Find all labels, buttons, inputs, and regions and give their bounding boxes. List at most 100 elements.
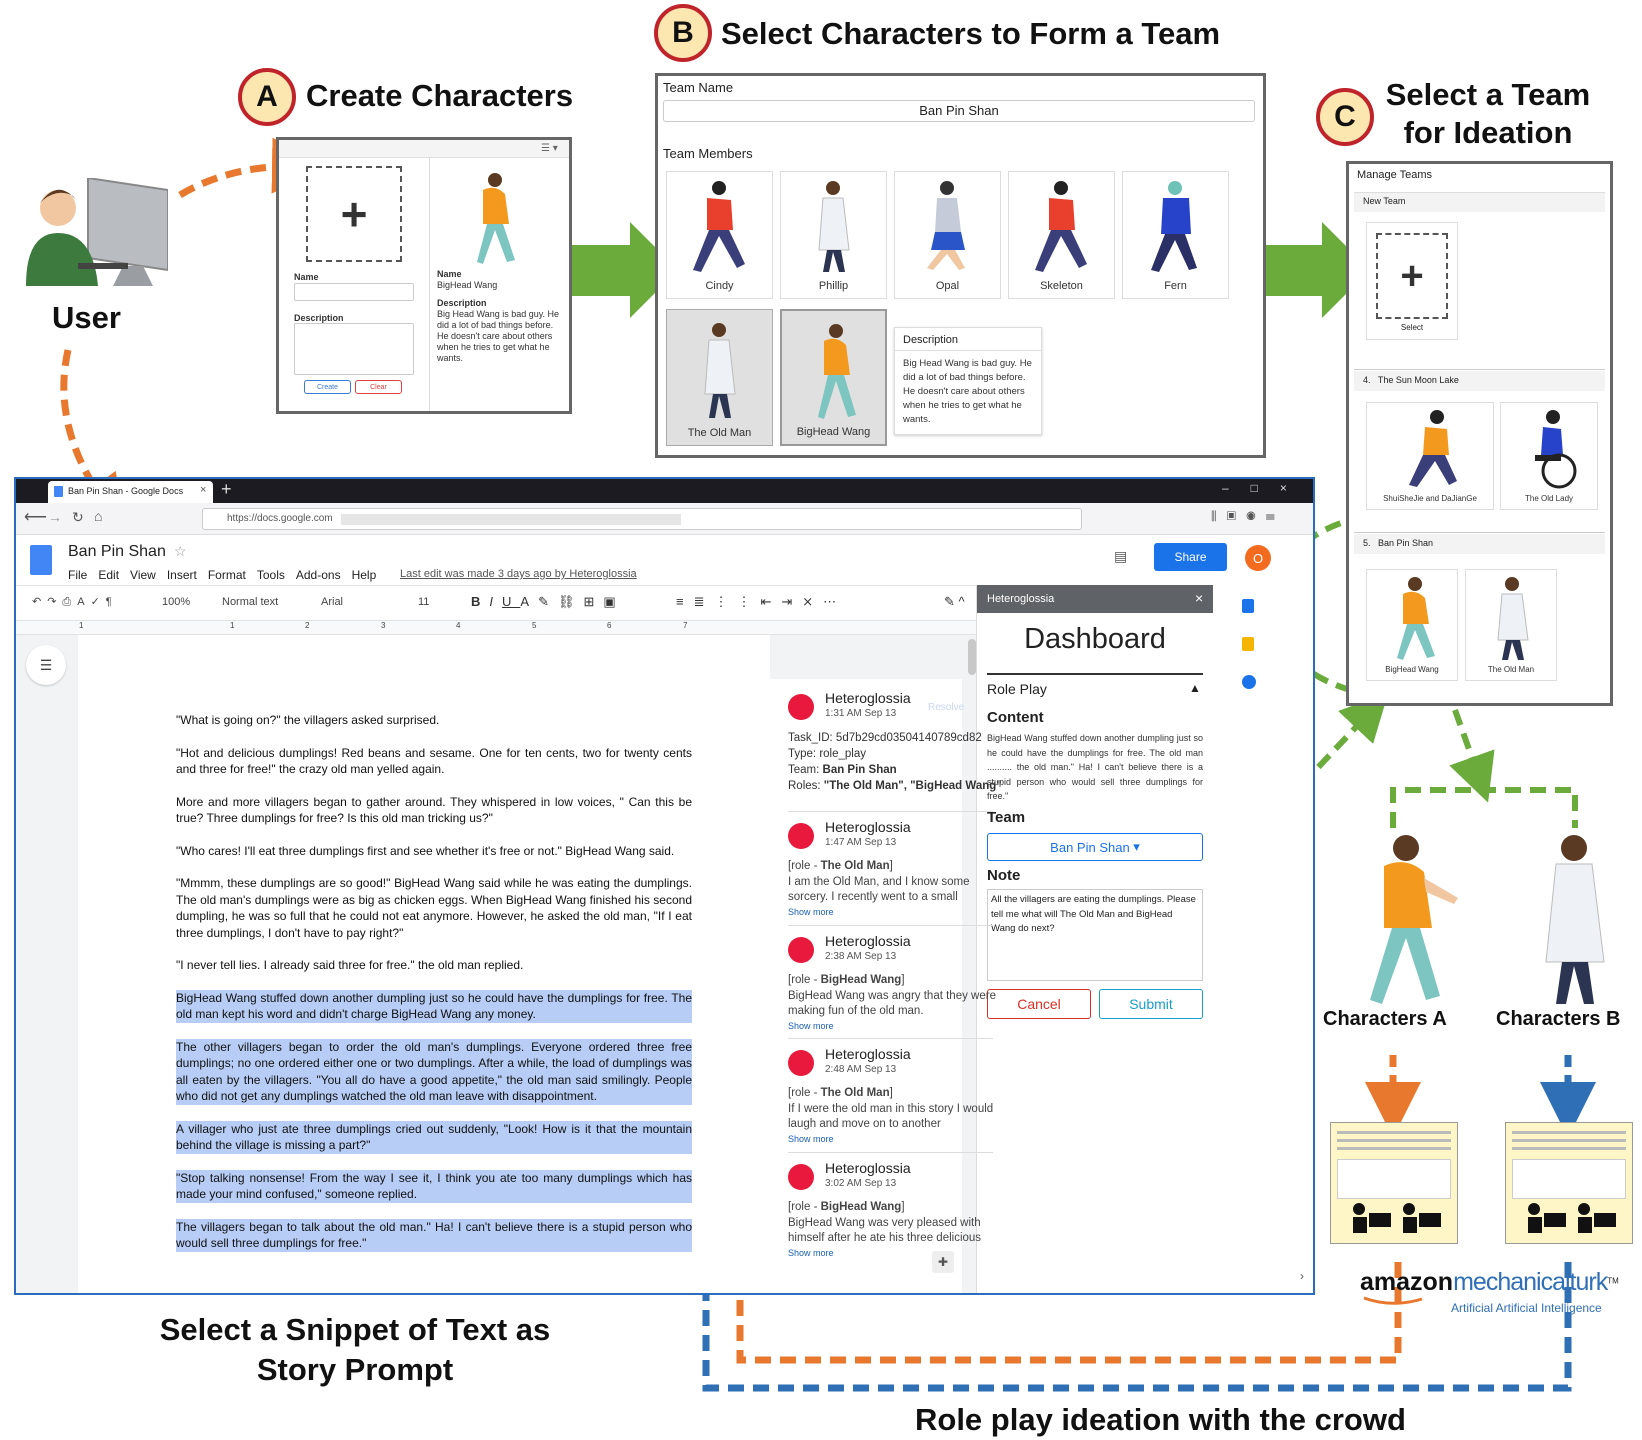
browser-window: Ban Pin Shan - Google Docs × + –□× ⟵ → ↻… <box>14 477 1315 1295</box>
show-more-link[interactable]: Show more <box>788 1248 834 1258</box>
format-icons[interactable]: BIUA✎⛓⊞▣ <box>471 594 625 609</box>
menu-edit[interactable]: Edit <box>98 568 120 582</box>
mturk-task-b <box>1505 1122 1633 1244</box>
badge-b: B <box>654 4 712 62</box>
selected-card-bighead-wang[interactable]: BigHead Wang <box>780 309 887 446</box>
doc-paragraph: "Hot and delicious dumplings! Red beans … <box>176 745 692 777</box>
new-team-card[interactable]: + Select <box>1366 222 1458 340</box>
browser-toolbar-icons[interactable]: ⫼▣◉☰ <box>1211 509 1285 523</box>
name-input[interactable] <box>294 283 414 301</box>
member-card-skeleton[interactable]: Skeleton <box>1008 171 1115 299</box>
member-card-opal[interactable]: Opal <box>894 171 1001 299</box>
share-button[interactable]: Share <box>1154 543 1227 571</box>
close-dashboard-icon[interactable]: × <box>1195 590 1204 606</box>
home-icon[interactable]: ⌂ <box>94 508 103 524</box>
back-icon[interactable]: ⟵ <box>24 509 47 526</box>
style-select[interactable]: Normal text <box>222 596 279 608</box>
edit-mode-icon[interactable]: ✎ ^ <box>944 594 965 609</box>
characters-a-label: Characters A <box>1323 1008 1447 1030</box>
show-more-link[interactable]: Show more <box>788 1021 834 1031</box>
team-members-label: Team Members <box>663 146 753 161</box>
team4-member-1: ShuiSheJie and DaJianGe <box>1366 402 1494 510</box>
tasks-icon[interactable] <box>1242 675 1256 689</box>
calendar-icon[interactable] <box>1242 599 1254 613</box>
zoom-select[interactable]: 100% <box>162 596 191 608</box>
menu-help[interactable]: Help <box>351 568 377 582</box>
amazon-smile-icon <box>1363 1296 1423 1305</box>
clear-button[interactable]: Clear <box>355 380 402 394</box>
menu-insert[interactable]: Insert <box>166 568 197 582</box>
window-controls[interactable]: –□× <box>1222 481 1309 495</box>
skeleton-figure <box>1035 181 1087 272</box>
user-label: User <box>52 300 121 335</box>
star-icon[interactable]: ☆ <box>174 543 187 559</box>
menu-file[interactable]: File <box>68 568 88 582</box>
selected-paragraph: BigHead Wang stuffed down another dumpli… <box>176 989 692 1023</box>
keep-icon[interactable] <box>1242 637 1254 651</box>
account-avatar[interactable]: O <box>1245 545 1271 571</box>
manage-teams-title: Manage Teams <box>1357 169 1433 181</box>
selected-card-old-man[interactable]: The Old Man <box>666 309 773 446</box>
badge-c: C <box>1316 88 1374 146</box>
resolve-button[interactable]: Resolve <box>928 702 965 713</box>
old-man-figure <box>704 323 736 418</box>
member-card-phillip[interactable]: Phillip <box>780 171 887 299</box>
browser-tab[interactable]: Ban Pin Shan - Google Docs × <box>48 481 213 503</box>
team-4-label[interactable]: 4. The Sun Moon Lake <box>1363 375 1459 385</box>
menu-addons[interactable]: Add-ons <box>295 568 341 582</box>
document-page[interactable]: "What is going on?" the villagers asked … <box>78 635 770 1293</box>
submit-button[interactable]: Submit <box>1099 989 1203 1019</box>
team-dropdown[interactable]: Ban Pin Shan ▾ <box>987 833 1203 861</box>
characters-b-figure <box>1545 835 1605 1004</box>
content-text: BigHead Wang stuffed down another dumpli… <box>987 733 1203 801</box>
expand-panel-icon[interactable]: › <box>1300 1269 1304 1283</box>
description-input[interactable] <box>294 323 414 375</box>
arrow-a-to-b <box>548 222 678 318</box>
create-button[interactable]: Create <box>304 380 351 394</box>
doc-title[interactable]: Ban Pin Shan <box>68 543 166 560</box>
arrow-panel-down <box>1449 708 1495 803</box>
menu-icon[interactable]: ☰ ▾ <box>541 143 558 154</box>
address-bar[interactable]: https://docs.google.com <box>202 508 1082 530</box>
selected-paragraph: The villagers began to talk about the ol… <box>176 1218 692 1252</box>
char-desc-label: Description <box>437 298 487 308</box>
undo-redo-print-icons[interactable]: ↶↷⎙A✓¶ <box>32 596 118 608</box>
show-more-link[interactable]: Show more <box>788 907 834 917</box>
reload-icon[interactable]: ↻ <box>72 509 84 525</box>
team-5-label[interactable]: 5. Ban Pin Shan <box>1363 538 1434 548</box>
menu-tools[interactable]: Tools <box>256 568 285 582</box>
note-textarea[interactable]: All the villagers are eating the dumplin… <box>987 889 1203 981</box>
role-play-section[interactable]: Role Play <box>987 681 1047 697</box>
team-name-input[interactable]: Ban Pin Shan <box>663 100 1255 122</box>
team-name-label: Team Name <box>663 80 734 95</box>
menu-format[interactable]: Format <box>207 568 246 582</box>
member-card-fern[interactable]: Fern <box>1122 171 1229 299</box>
show-more-link[interactable]: Show more <box>788 1134 834 1144</box>
characters-b-label: Characters B <box>1496 1008 1621 1030</box>
old-lady-wheelchair-figure <box>1535 410 1577 489</box>
new-team-label: New Team <box>1363 196 1406 206</box>
add-character-button[interactable]: + <box>306 166 402 262</box>
phillip-figure <box>818 181 850 272</box>
selected-paragraph: The other villagers began to order the o… <box>176 1038 692 1105</box>
collapse-icon[interactable]: ▲ <box>1189 681 1201 695</box>
new-tab-icon[interactable]: + <box>221 479 232 499</box>
heart-icon <box>788 823 814 849</box>
last-edit-link[interactable]: Last edit was made 3 days ago by Heterog… <box>400 568 637 580</box>
paragraph-icons[interactable]: ≡≣⋮⋮⇤⇥⨯⋯ <box>676 594 847 609</box>
member-card-cindy[interactable]: Cindy <box>666 171 773 299</box>
comments-icon[interactable]: ▤ <box>1114 548 1128 564</box>
cancel-button[interactable]: Cancel <box>987 989 1091 1019</box>
forward-icon[interactable]: → <box>48 509 62 525</box>
user-at-computer-illustration <box>26 178 168 286</box>
panel-form-team: Team Name Ban Pin Shan Team Members Cind… <box>655 73 1266 458</box>
outline-icon[interactable]: ☰ <box>26 645 66 685</box>
add-comment-icon[interactable]: ✚ <box>932 1251 954 1273</box>
font-select[interactable]: Arial <box>321 596 344 608</box>
shuishejie-figure <box>1409 410 1457 487</box>
menu-view[interactable]: View <box>130 568 156 582</box>
close-tab-icon[interactable]: × <box>200 484 207 496</box>
scrollbar[interactable] <box>968 639 976 675</box>
font-size-select[interactable]: 11 <box>418 596 430 608</box>
